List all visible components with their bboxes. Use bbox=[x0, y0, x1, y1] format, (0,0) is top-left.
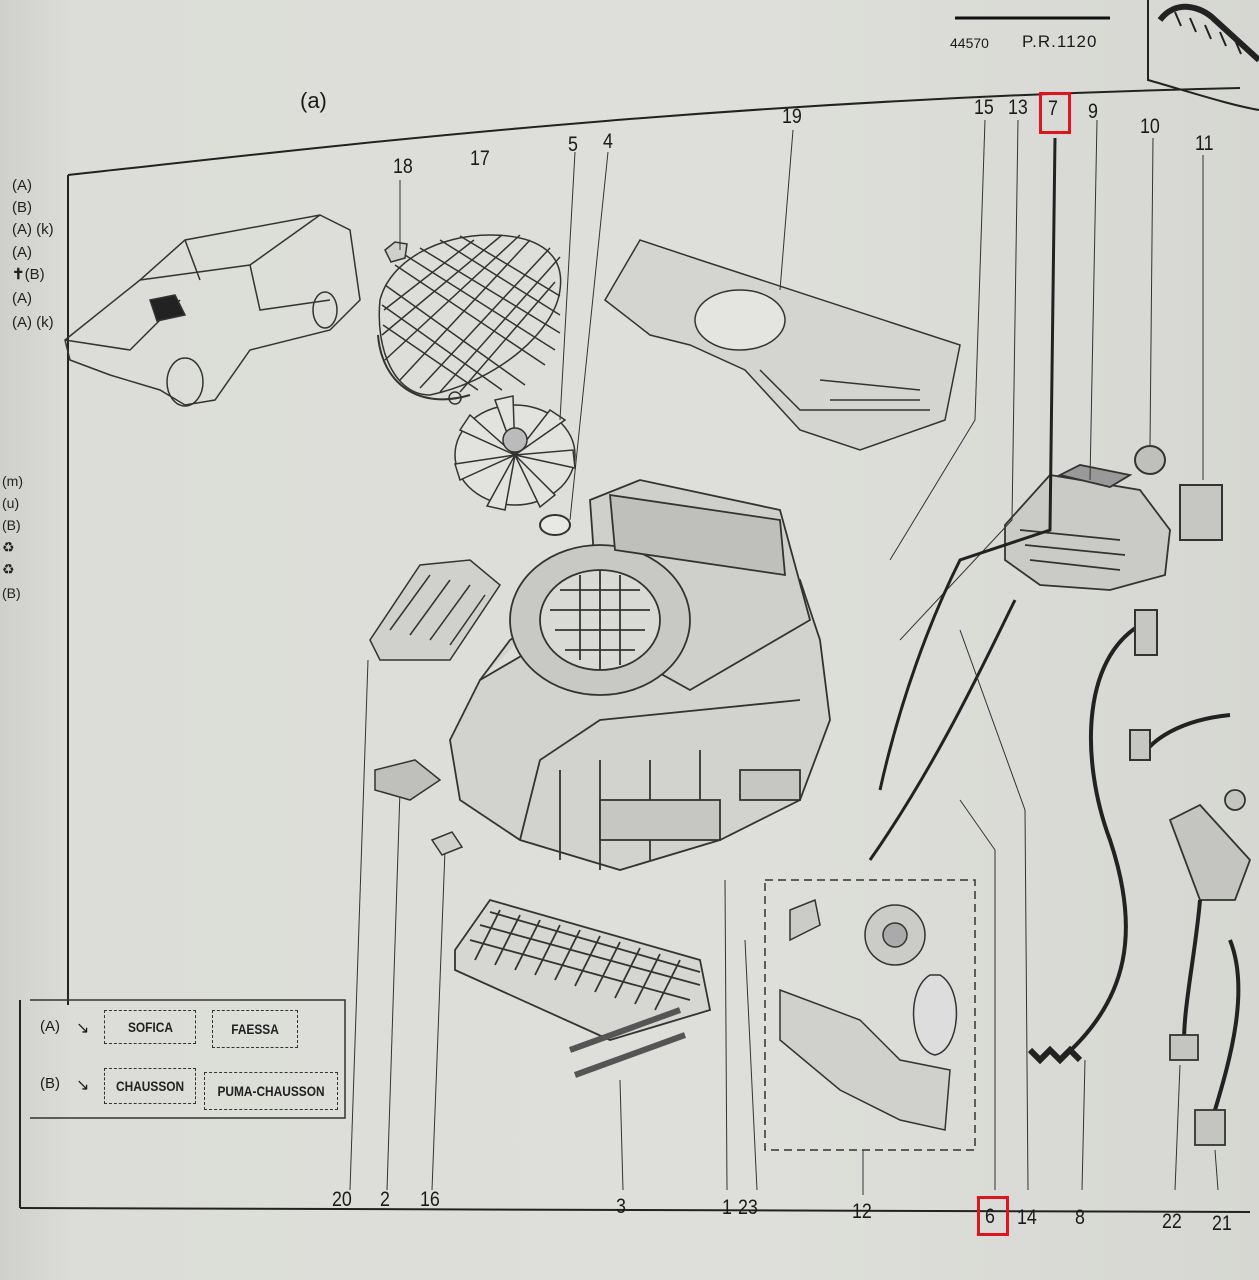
callout-1: 1 bbox=[722, 1196, 732, 1219]
brand-chausson: CHAUSSON bbox=[104, 1068, 196, 1104]
ref-number: 44570 bbox=[950, 35, 989, 51]
callout-16: 16 bbox=[420, 1188, 440, 1211]
callout-7: 7 bbox=[1048, 97, 1058, 120]
brand-sofica: SOFICA bbox=[104, 1010, 196, 1044]
figure-label: (a) bbox=[300, 88, 327, 113]
callout-14: 14 bbox=[1017, 1206, 1037, 1229]
highlight-box-6 bbox=[977, 1196, 1009, 1236]
legend-code-a: (A) bbox=[40, 1018, 60, 1035]
kit-parts bbox=[779, 898, 958, 1131]
side-code-dagger: ✝(B) bbox=[12, 266, 45, 283]
callout-13: 13 bbox=[1008, 96, 1028, 119]
side-code: (A) (k) bbox=[12, 221, 54, 238]
callout-23: 23 bbox=[738, 1196, 758, 1219]
vent-flap bbox=[369, 559, 501, 661]
legend-code-b: (B) bbox=[40, 1075, 60, 1092]
callout-12: 12 bbox=[852, 1200, 872, 1223]
side-code: (A) bbox=[12, 290, 32, 307]
side-code: (A) bbox=[12, 244, 32, 261]
side-code: (A) bbox=[12, 177, 32, 194]
side-code: (m) bbox=[2, 473, 23, 489]
callout-17: 17 bbox=[470, 147, 490, 170]
side-code: (B) bbox=[2, 585, 21, 601]
corner-thumbnail bbox=[1147, 0, 1259, 111]
callout-6: 6 bbox=[985, 1205, 995, 1228]
callout-18: 18 bbox=[393, 155, 413, 178]
callout-3: 3 bbox=[616, 1195, 626, 1218]
side-code: (u) bbox=[2, 495, 20, 511]
recycle-icon: ♻ bbox=[2, 561, 15, 577]
blower-housing bbox=[509, 479, 812, 696]
callout-2: 2 bbox=[380, 1188, 390, 1211]
side-code: (A) (k) bbox=[12, 314, 54, 331]
air-filter-grille bbox=[377, 234, 562, 405]
brand-puma-chausson: PUMA-CHAUSSON bbox=[204, 1072, 338, 1110]
callout-5: 5 bbox=[568, 133, 578, 156]
callout-20: 20 bbox=[332, 1188, 352, 1211]
callout-21: 21 bbox=[1212, 1212, 1232, 1235]
side-code: (B) bbox=[12, 199, 32, 216]
callout-15: 15 bbox=[974, 96, 994, 119]
side-code: (B) bbox=[2, 517, 21, 533]
dash-panel bbox=[604, 239, 961, 451]
fan-blade bbox=[454, 395, 576, 511]
car-illustration bbox=[64, 214, 361, 407]
callout-8: 8 bbox=[1075, 1206, 1085, 1229]
callout-4: 4 bbox=[603, 130, 613, 153]
page-ref: P.R.1120 bbox=[1022, 32, 1098, 51]
heater-core bbox=[454, 898, 712, 1078]
callout-19: 19 bbox=[782, 105, 802, 128]
highlight-box-7 bbox=[1039, 92, 1071, 134]
callout-11: 11 bbox=[1195, 132, 1214, 155]
brand-faessa: FAESSA bbox=[212, 1010, 298, 1048]
arrow-icon: ↘ bbox=[76, 1077, 90, 1094]
dagger-icon: ✝ bbox=[12, 266, 25, 283]
callout-9: 9 bbox=[1088, 100, 1098, 123]
callout-22: 22 bbox=[1162, 1210, 1182, 1233]
callout-10: 10 bbox=[1140, 115, 1160, 138]
recycle-icon: ♻ bbox=[2, 539, 15, 555]
arrow-icon: ↘ bbox=[76, 1020, 90, 1037]
switch-assembly bbox=[1168, 789, 1252, 1146]
control-module bbox=[1004, 464, 1171, 591]
